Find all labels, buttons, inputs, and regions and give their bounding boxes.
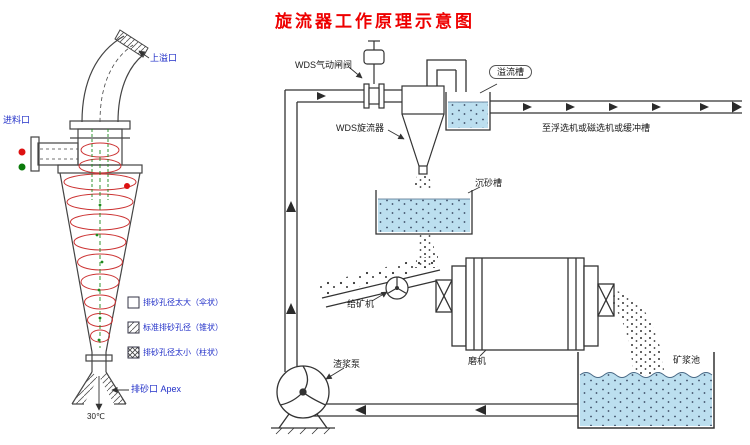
feed-inlet-label: 进料口 <box>3 115 31 125</box>
square-outline-icon <box>127 296 140 309</box>
legend-icons <box>127 296 140 359</box>
legend-item-umbrella: 排砂孔径太大（伞状） <box>143 298 223 307</box>
apex-label: 排砂口 Apex <box>131 384 182 394</box>
ore-stream-on-feeder <box>318 254 438 296</box>
valve-label: WDS气动闸阀 <box>295 60 352 70</box>
flow-pipes <box>284 59 742 417</box>
mill-label: 磨机 <box>468 356 487 366</box>
feed-indicator-dots <box>18 148 130 189</box>
cyclone-underflow-stream <box>413 176 433 190</box>
cyclone-flow-symbol <box>401 85 445 175</box>
overflow-port-label: 上溢口 <box>150 53 178 63</box>
feeder-label: 给矿机 <box>347 299 375 309</box>
ball-mill-symbol <box>435 257 615 351</box>
settling-tank-label: 沉砂槽 <box>475 178 503 188</box>
right-leader-lines <box>325 67 498 380</box>
square-hatched-icon <box>127 321 140 334</box>
overflow-tank-label: 溢流槽 <box>489 65 533 80</box>
cyclone-label: WDS旋流器 <box>336 123 384 133</box>
legend-item-cone: 标准排砂孔径（锥状） <box>143 323 223 332</box>
flow-arrows <box>286 92 742 415</box>
page-title: 旋流器工作原理示意图 <box>275 12 475 31</box>
mill-discharge-stream <box>612 290 664 376</box>
pump-label: 渣浆泵 <box>333 359 361 369</box>
pneumatic-valve-symbol <box>363 40 385 109</box>
settling-tank <box>375 190 473 235</box>
legend-item-column: 排砂孔径太小（柱状） <box>143 348 223 357</box>
left-leader-lines <box>111 50 150 394</box>
temperature-label: 30℃ <box>87 412 105 421</box>
slurry-pump-symbol <box>271 365 335 435</box>
slurry-pool <box>577 352 715 429</box>
pool-label: 矿浆池 <box>673 355 701 365</box>
overflow-tank <box>445 92 491 131</box>
destination-label: 至浮选机或磁选机或缓冲槽 <box>542 123 651 133</box>
air-core-green <box>91 129 109 348</box>
square-dense-hatch-icon <box>127 346 140 359</box>
